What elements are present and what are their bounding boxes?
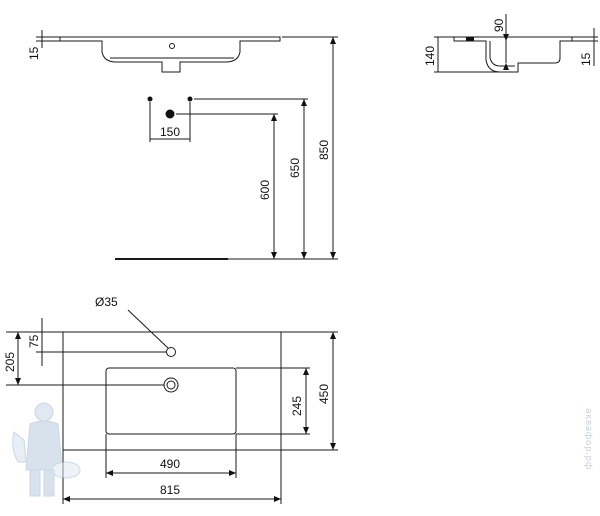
plan-tap-hole: [166, 347, 176, 357]
leader-tap-hole: [127, 309, 169, 349]
dim-tap-hole: Ø35: [95, 295, 118, 309]
waste-point: [165, 109, 175, 119]
dim-side-total-depth: 140: [423, 46, 437, 66]
plan-bowl: [105, 367, 237, 435]
dim-tap-height: 650: [288, 158, 302, 178]
plan-view: Ø35 75 205 245 450 490 8: [3, 295, 338, 504]
plan-outline: [62, 331, 282, 451]
tap-point-right: [187, 96, 193, 102]
dim-bowl-depth: 245: [290, 396, 304, 416]
dim-overall-depth: 450: [317, 384, 331, 404]
dim-tap-offset: 75: [27, 334, 41, 348]
dim-side-bowl-depth: 90: [492, 18, 506, 32]
dim-side-top-thickness: 15: [579, 52, 593, 66]
side-elevation: 90 140 15: [423, 14, 598, 73]
front-basin-outline: [59, 36, 281, 73]
plan-waste-inner: [166, 380, 176, 390]
front-elevation: 15 150 600 650 850: [27, 30, 338, 260]
plumber-mascot-icon: [12, 402, 81, 497]
side-tap-block: [466, 37, 474, 41]
front-tap-hole: [169, 43, 175, 49]
dim-waste-offset: 205: [3, 352, 17, 372]
arrows-245: [303, 368, 309, 434]
dim-front-top-thickness: 15: [27, 46, 41, 60]
tap-point-left: [147, 96, 153, 102]
dim-overall-height: 850: [317, 140, 331, 160]
dim-overall-width: 815: [160, 483, 180, 497]
watermark: аквафор.рф: [583, 408, 593, 470]
side-basin-outline: [453, 36, 573, 73]
side-bowl-inner: [489, 41, 515, 67]
plan-waste-outer: [163, 377, 179, 393]
dim-bowl-width: 490: [160, 457, 180, 471]
dim-waste-height: 600: [258, 180, 272, 200]
dim-tap-spacing: 150: [160, 125, 180, 139]
